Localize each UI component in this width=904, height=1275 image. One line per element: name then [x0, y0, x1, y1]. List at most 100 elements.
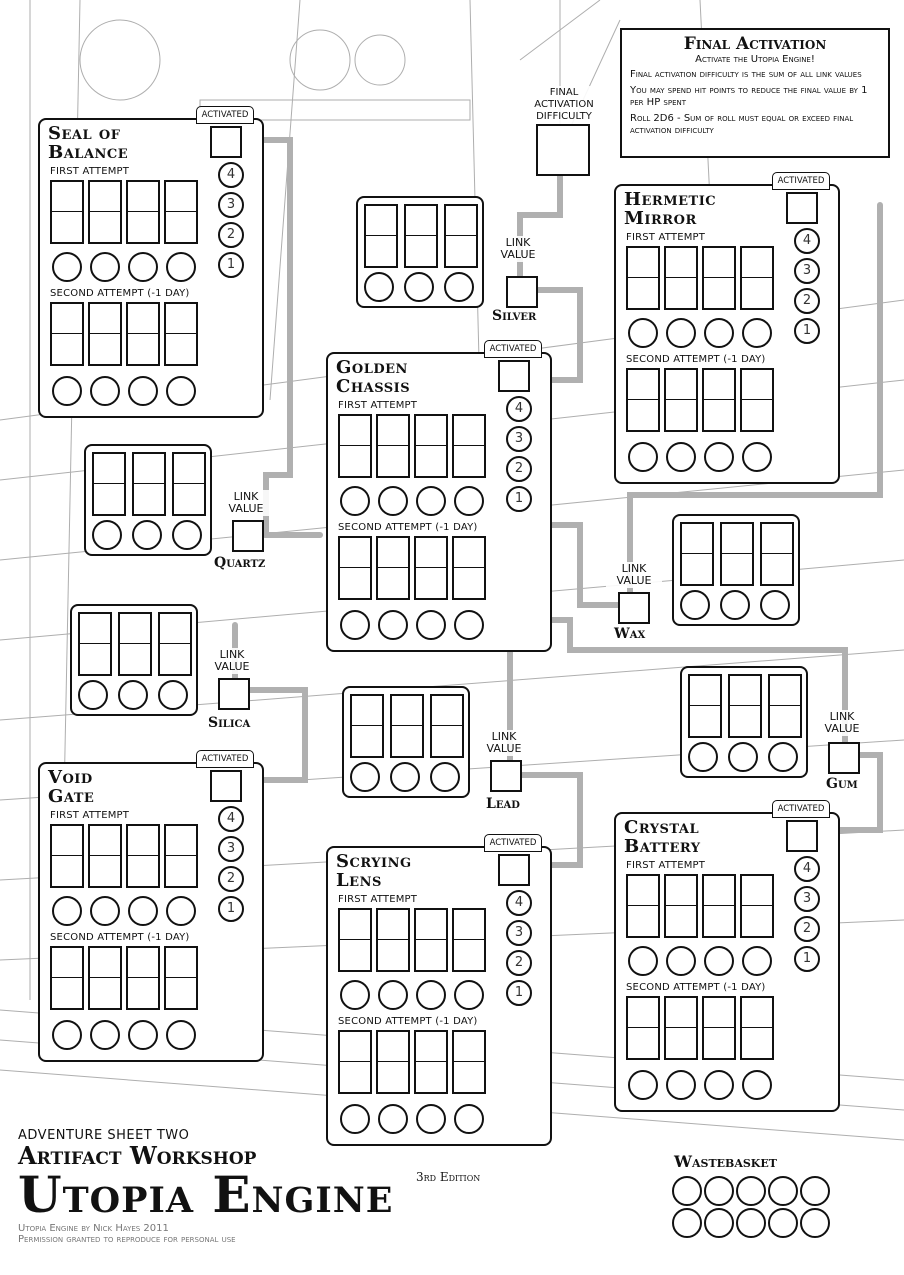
first-attempt-digit-box[interactable] [702, 874, 736, 938]
second-attempt-digit-box[interactable] [88, 302, 122, 366]
energy-circle-4[interactable]: 4 [794, 228, 820, 254]
energy-circle-3[interactable]: 3 [218, 836, 244, 862]
wastebasket-circle[interactable] [768, 1208, 798, 1238]
energy-circle-1[interactable]: 1 [218, 252, 244, 278]
first-attempt-digit-box[interactable] [338, 414, 372, 478]
second-attempt-result-circle[interactable] [166, 376, 196, 406]
second-attempt-result-circle[interactable] [166, 1020, 196, 1050]
second-attempt-digit-box[interactable] [740, 368, 774, 432]
second-attempt-digit-box[interactable] [414, 536, 448, 600]
first-attempt-digit-box[interactable] [702, 246, 736, 310]
component-result-circle[interactable] [158, 680, 188, 710]
first-attempt-digit-box[interactable] [414, 414, 448, 478]
energy-circle-2[interactable]: 2 [506, 456, 532, 482]
component-digit-box[interactable] [404, 204, 438, 268]
first-attempt-result-circle[interactable] [166, 252, 196, 282]
wastebasket-circle[interactable] [800, 1208, 830, 1238]
first-attempt-result-circle[interactable] [704, 946, 734, 976]
wastebasket-circle[interactable] [736, 1176, 766, 1206]
energy-circle-2[interactable]: 2 [506, 950, 532, 976]
second-attempt-result-circle[interactable] [628, 442, 658, 472]
second-attempt-result-circle[interactable] [416, 610, 446, 640]
wastebasket-circle[interactable] [672, 1176, 702, 1206]
component-digit-box[interactable] [688, 674, 722, 738]
second-attempt-digit-box[interactable] [452, 1030, 486, 1094]
first-attempt-result-circle[interactable] [166, 896, 196, 926]
second-attempt-digit-box[interactable] [664, 996, 698, 1060]
energy-circle-1[interactable]: 1 [218, 896, 244, 922]
energy-circle-4[interactable]: 4 [218, 162, 244, 188]
final-activation-difficulty-box[interactable] [536, 124, 590, 176]
first-attempt-digit-box[interactable] [740, 874, 774, 938]
component-result-circle[interactable] [430, 762, 460, 792]
energy-circle-4[interactable]: 4 [794, 856, 820, 882]
component-result-circle[interactable] [92, 520, 122, 550]
link-value-box-lead[interactable] [490, 760, 522, 792]
component-digit-box[interactable] [158, 612, 192, 676]
second-attempt-result-circle[interactable] [704, 1070, 734, 1100]
energy-circle-1[interactable]: 1 [506, 486, 532, 512]
first-attempt-result-circle[interactable] [378, 486, 408, 516]
energy-circle-3[interactable]: 3 [218, 192, 244, 218]
second-attempt-digit-box[interactable] [50, 946, 84, 1010]
energy-circle-1[interactable]: 1 [794, 946, 820, 972]
component-result-circle[interactable] [680, 590, 710, 620]
component-digit-box[interactable] [118, 612, 152, 676]
wastebasket-circle[interactable] [704, 1176, 734, 1206]
second-attempt-result-circle[interactable] [454, 1104, 484, 1134]
component-result-circle[interactable] [132, 520, 162, 550]
link-value-box-wax[interactable] [618, 592, 650, 624]
link-value-box-silica[interactable] [218, 678, 250, 710]
second-attempt-digit-box[interactable] [88, 946, 122, 1010]
energy-circle-2[interactable]: 2 [794, 288, 820, 314]
second-attempt-digit-box[interactable] [414, 1030, 448, 1094]
energy-circle-3[interactable]: 3 [506, 920, 532, 946]
activated-checkbox[interactable] [498, 360, 530, 392]
first-attempt-result-circle[interactable] [128, 896, 158, 926]
first-attempt-result-circle[interactable] [628, 946, 658, 976]
first-attempt-result-circle[interactable] [52, 252, 82, 282]
component-digit-box[interactable] [350, 694, 384, 758]
energy-circle-1[interactable]: 1 [794, 318, 820, 344]
second-attempt-digit-box[interactable] [126, 946, 160, 1010]
component-result-circle[interactable] [172, 520, 202, 550]
first-attempt-digit-box[interactable] [164, 180, 198, 244]
energy-circle-3[interactable]: 3 [794, 258, 820, 284]
second-attempt-result-circle[interactable] [52, 376, 82, 406]
second-attempt-result-circle[interactable] [742, 442, 772, 472]
second-attempt-digit-box[interactable] [376, 1030, 410, 1094]
component-result-circle[interactable] [760, 590, 790, 620]
activated-checkbox[interactable] [786, 820, 818, 852]
first-attempt-result-circle[interactable] [742, 318, 772, 348]
second-attempt-digit-box[interactable] [740, 996, 774, 1060]
first-attempt-digit-box[interactable] [452, 908, 486, 972]
first-attempt-digit-box[interactable] [376, 414, 410, 478]
first-attempt-digit-box[interactable] [452, 414, 486, 478]
second-attempt-digit-box[interactable] [50, 302, 84, 366]
first-attempt-result-circle[interactable] [378, 980, 408, 1010]
component-result-circle[interactable] [688, 742, 718, 772]
first-attempt-result-circle[interactable] [704, 318, 734, 348]
second-attempt-digit-box[interactable] [376, 536, 410, 600]
first-attempt-digit-box[interactable] [126, 824, 160, 888]
activated-checkbox[interactable] [210, 770, 242, 802]
component-result-circle[interactable] [404, 272, 434, 302]
first-attempt-digit-box[interactable] [126, 180, 160, 244]
first-attempt-digit-box[interactable] [740, 246, 774, 310]
component-digit-box[interactable] [720, 522, 754, 586]
first-attempt-digit-box[interactable] [664, 246, 698, 310]
activated-checkbox[interactable] [498, 854, 530, 886]
component-result-circle[interactable] [350, 762, 380, 792]
component-digit-box[interactable] [364, 204, 398, 268]
second-attempt-result-circle[interactable] [128, 1020, 158, 1050]
second-attempt-digit-box[interactable] [452, 536, 486, 600]
first-attempt-digit-box[interactable] [626, 874, 660, 938]
second-attempt-digit-box[interactable] [664, 368, 698, 432]
component-digit-box[interactable] [78, 612, 112, 676]
component-digit-box[interactable] [760, 522, 794, 586]
link-value-box-gum[interactable] [828, 742, 860, 774]
first-attempt-digit-box[interactable] [664, 874, 698, 938]
link-value-box-quartz[interactable] [232, 520, 264, 552]
energy-circle-4[interactable]: 4 [506, 396, 532, 422]
first-attempt-digit-box[interactable] [338, 908, 372, 972]
